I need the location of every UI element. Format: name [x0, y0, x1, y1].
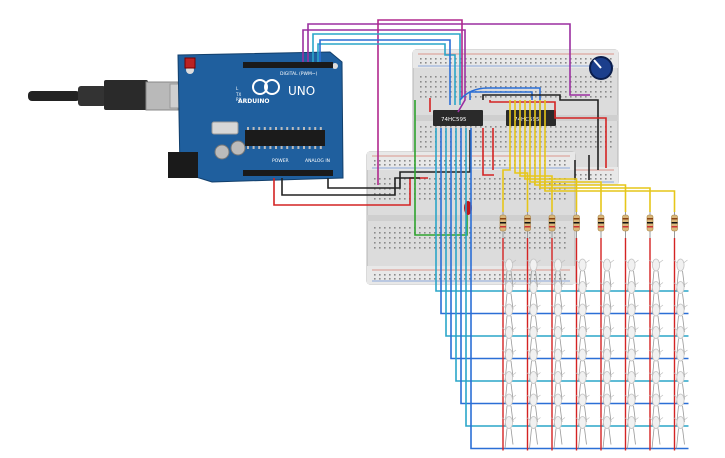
wire-blue: [319, 39, 451, 105]
shift-register-1: 74HC595: [433, 110, 483, 126]
matrix-led: [673, 281, 688, 314]
wire-row-5: [455, 128, 689, 382]
matrix-led: [624, 416, 639, 449]
wire-purple: [302, 29, 466, 113]
matrix-led: [599, 393, 615, 427]
matrix-led: [501, 348, 517, 382]
arduino-tx-label: TX: [235, 92, 241, 97]
potentiometer: [589, 56, 613, 80]
wire-col-8: [544, 100, 676, 212]
matrix-led: [624, 281, 639, 314]
resistor: [499, 212, 507, 238]
resistor: [671, 212, 678, 238]
chip-1-label: 74HC595: [441, 117, 467, 123]
wire-black: [281, 177, 420, 196]
matrix-led: [648, 416, 664, 449]
wire-blue: [459, 87, 541, 110]
usb-cable: [28, 80, 203, 111]
matrix-led: [624, 348, 639, 382]
resistor: [646, 212, 654, 238]
matrix-led: [648, 258, 664, 292]
matrix-led: [599, 348, 615, 382]
matrix-led: [550, 393, 566, 427]
matrix-led: [501, 393, 517, 427]
matrix-led: [550, 281, 566, 314]
matrix-led: [599, 303, 615, 337]
wire-col-3: [519, 100, 553, 212]
matrix-led: [575, 371, 590, 404]
resistor: [597, 212, 605, 238]
matrix-led: [599, 416, 615, 449]
arduino-rx-label: RX: [236, 97, 242, 102]
matrix-led: [575, 303, 590, 337]
wire-black: [482, 94, 599, 170]
wire-col-5: [529, 100, 602, 212]
matrix-led: [501, 416, 517, 449]
matrix-led: [575, 416, 590, 449]
matrix-led: [526, 371, 541, 404]
arduino-board: ARDUINO UNO DIGITAL (PWM~) POWER ANALOG …: [168, 51, 344, 183]
wire-cyan: [312, 33, 461, 105]
matrix-led: [599, 281, 615, 314]
matrix-led: [501, 303, 517, 337]
wires: [273, 19, 689, 450]
wire-row-4: [450, 128, 689, 360]
arduino-l-label: L: [236, 86, 239, 91]
wire-blue: [469, 91, 533, 100]
matrix-led: [550, 303, 566, 337]
matrix-led: [526, 303, 541, 337]
wire-row-8: [470, 128, 689, 450]
wire-cyan: [317, 43, 456, 105]
matrix-led: [526, 348, 541, 382]
matrix-led: [624, 258, 639, 292]
shift-register-2: 74HC595: [506, 110, 556, 126]
arduino-analog-label: ANALOG IN: [305, 158, 330, 164]
wire-magenta: [377, 19, 463, 185]
matrix-led: [648, 371, 664, 404]
matrix-led: [550, 416, 566, 449]
arduino-model-text: UNO: [288, 84, 315, 98]
matrix-led: [550, 326, 566, 359]
wire-row-7: [465, 128, 689, 427]
arduino-brand-text: ARDUINO: [238, 98, 269, 105]
matrix-led: [648, 326, 664, 359]
wire-purple: [307, 23, 590, 96]
matrix-led: [624, 326, 639, 359]
matrix-led: [526, 416, 541, 449]
wire-col-2: [514, 100, 529, 212]
matrix-led: [673, 416, 688, 449]
wire-row-2: [440, 128, 689, 315]
resistors: [499, 212, 678, 238]
wire-red: [482, 128, 494, 176]
arduino-power-label: POWER: [272, 158, 289, 164]
resistor: [573, 212, 580, 238]
arduino-digital-label: DIGITAL (PWM~): [280, 71, 318, 77]
matrix-led: [599, 258, 615, 292]
resistor: [524, 212, 531, 238]
wire-row-6: [460, 128, 689, 405]
wire-col-4: [524, 100, 578, 212]
resistor: [548, 212, 556, 238]
chip-2-label: 74HC595: [514, 117, 540, 123]
wire-col-6: [534, 100, 627, 212]
wire-col-7: [539, 100, 651, 212]
wire-red: [489, 100, 607, 168]
wire-col-1: [502, 100, 511, 212]
matrix-led: [575, 258, 590, 292]
wire-black: [327, 130, 471, 189]
resistor: [622, 212, 629, 238]
led-matrix: [501, 238, 688, 451]
matrix-led: [648, 348, 664, 382]
matrix-led: [624, 393, 639, 427]
